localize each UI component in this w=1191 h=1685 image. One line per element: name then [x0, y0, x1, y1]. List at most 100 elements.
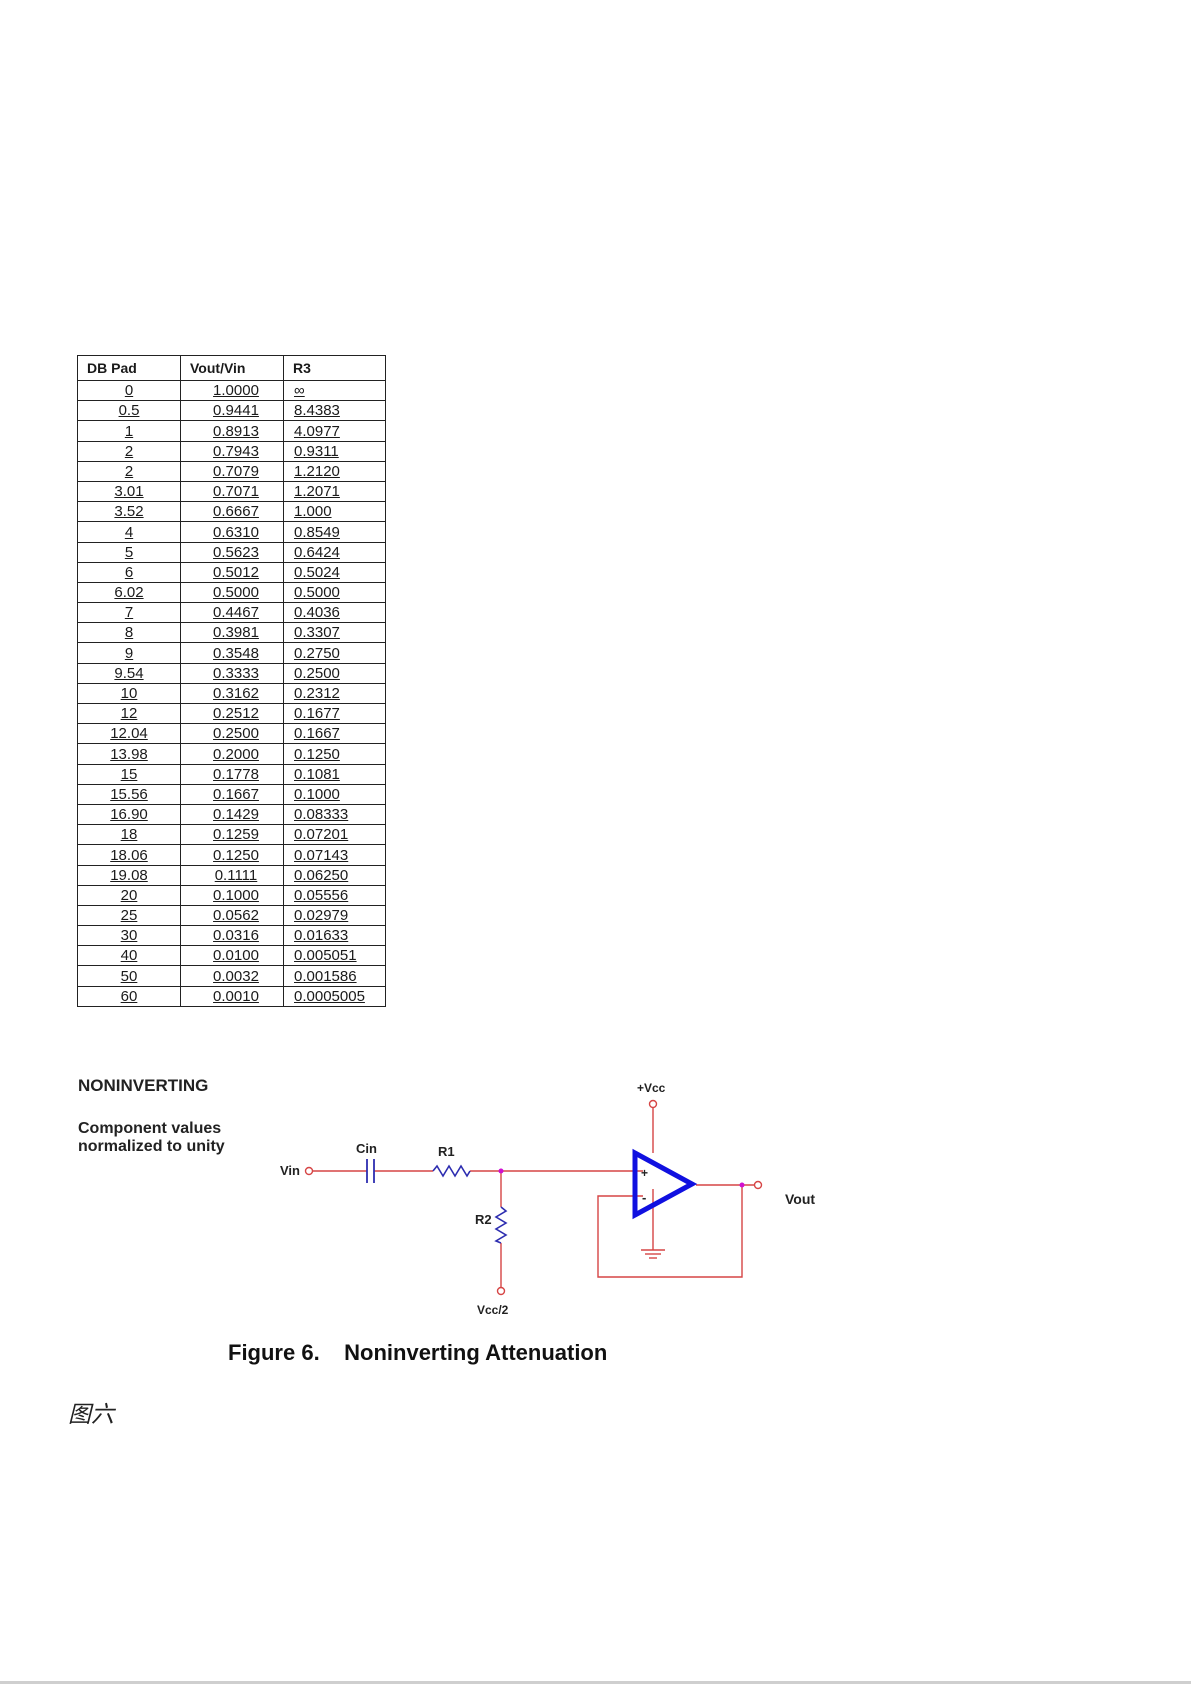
cell-r3: 0.02979: [283, 904, 386, 927]
cell-r3: 0.8549: [283, 521, 386, 543]
cell-r3: 0.4036: [283, 602, 386, 624]
cell-vout-vin: 0.3981: [180, 622, 284, 644]
cell-r3: 0.6424: [283, 541, 386, 563]
r2-label: R2: [475, 1212, 492, 1227]
cell-db-pad: 12: [77, 702, 181, 725]
cell-vout-vin: 0.2000: [180, 743, 284, 765]
cell-r3: 0.1677: [283, 702, 386, 725]
cell-db-pad: 9.54: [77, 662, 181, 684]
op-amp-triangle: [632, 1148, 698, 1220]
cell-r3: 0.2312: [283, 682, 386, 705]
cell-r3: 0.0005005: [283, 985, 386, 1007]
cell-r3: 0.9311: [283, 440, 386, 462]
resistor-r2: [494, 1206, 508, 1244]
cell-vout-vin: 0.1259: [180, 824, 284, 846]
capacitor-cin: [366, 1159, 375, 1183]
column-header-db-pad: DB Pad: [77, 355, 181, 381]
cell-db-pad: 12.04: [77, 723, 181, 745]
junctions: [498, 1168, 745, 1188]
cell-vout-vin: 0.1111: [180, 864, 284, 886]
op-amp: + -: [632, 1148, 698, 1220]
cell-r3: 0.07143: [283, 844, 386, 866]
op-amp-minus-sign: -: [642, 1190, 646, 1205]
cell-r3: 0.1081: [283, 763, 386, 785]
cell-vout-vin: 0.0316: [180, 925, 284, 947]
circuit-note-line2: normalized to unity: [78, 1138, 225, 1155]
ground-symbol: [641, 1249, 665, 1259]
cell-db-pad: 2: [77, 460, 181, 482]
cell-vout-vin: 0.0562: [180, 904, 284, 927]
r1-label: R1: [438, 1144, 455, 1159]
cell-r3: 0.005051: [283, 945, 386, 967]
cell-vout-vin: 1.0000: [180, 379, 284, 402]
cell-vout-vin: 0.8913: [180, 420, 284, 442]
cell-vout-vin: 0.0100: [180, 945, 284, 967]
cell-db-pad: 18: [77, 824, 181, 846]
cell-vout-vin: 0.5012: [180, 561, 284, 583]
cell-vout-vin: 0.1429: [180, 803, 284, 826]
cin-label: Cin: [356, 1141, 377, 1156]
cell-db-pad: 20: [77, 884, 181, 906]
cell-vout-vin: 0.1667: [180, 783, 284, 805]
cell-r3: 1.000: [283, 501, 386, 523]
cell-db-pad: 7: [77, 602, 181, 624]
cell-db-pad: 0: [77, 379, 181, 402]
resistor-r1: [432, 1164, 471, 1178]
circuit-note-line1: Component values: [78, 1120, 221, 1137]
cell-r3: 4.0977: [283, 420, 386, 442]
page-bottom-rule: [0, 1681, 1191, 1684]
cell-r3: 0.001586: [283, 965, 386, 987]
cell-vout-vin: 0.5000: [180, 581, 284, 604]
column-header-vout-vin: Vout/Vin: [180, 355, 284, 381]
vcc-terminal: [648, 1099, 658, 1109]
cell-vout-vin: 0.6667: [180, 501, 284, 523]
cell-r3: 0.06250: [283, 864, 386, 886]
cell-db-pad: 0.5: [77, 400, 181, 422]
cell-db-pad: 19.08: [77, 864, 181, 886]
cell-db-pad: 2: [77, 440, 181, 462]
cell-db-pad: 16.90: [77, 803, 181, 826]
cell-vout-vin: 0.5623: [180, 541, 284, 563]
cell-db-pad: 13.98: [77, 743, 181, 765]
cell-r3: 0.3307: [283, 622, 386, 644]
cell-db-pad: 6.02: [77, 581, 181, 604]
cell-db-pad: 1: [77, 420, 181, 442]
cell-db-pad: 3.52: [77, 501, 181, 523]
cell-vout-vin: 0.9441: [180, 400, 284, 422]
vcc-label: +Vcc: [637, 1081, 666, 1095]
cell-r3: ∞: [283, 379, 386, 402]
cell-db-pad: 15.56: [77, 783, 181, 805]
cell-db-pad: 50: [77, 965, 181, 987]
junction-output-node: [739, 1182, 745, 1188]
vcc-half-label: Vcc/2: [477, 1303, 509, 1317]
cell-r3: 0.1000: [283, 783, 386, 805]
cell-vout-vin: 0.1000: [180, 884, 284, 906]
cell-vout-vin: 0.7071: [180, 480, 284, 503]
cell-r3: 0.1250: [283, 743, 386, 765]
cell-db-pad: 4: [77, 521, 181, 543]
cell-db-pad: 8: [77, 622, 181, 644]
cell-r3: 0.5000: [283, 581, 386, 604]
figure-number: Figure 6.: [228, 1340, 320, 1365]
cell-r3: 8.4383: [283, 400, 386, 422]
